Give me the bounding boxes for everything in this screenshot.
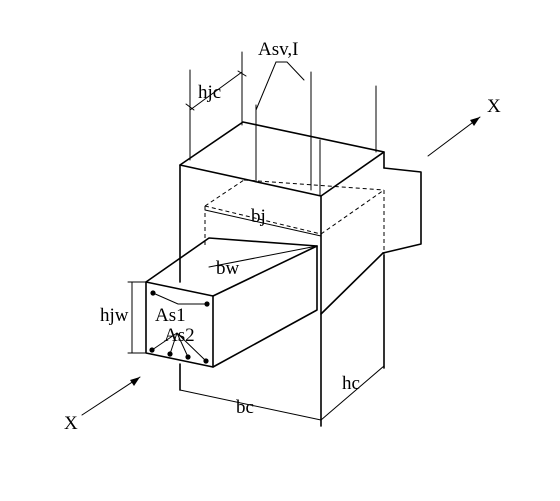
as2-leader-4 [176, 332, 207, 362]
label-hjw: hjw [100, 305, 129, 326]
label-x-top: X [487, 96, 501, 117]
back-beam-outline [382, 167, 422, 254]
label-as2: As2 [164, 325, 195, 346]
x-bottom-arrow-head [130, 377, 140, 386]
label-bw: bw [216, 258, 240, 279]
as1-leader [152, 292, 208, 305]
vertical-bars [189, 51, 377, 197]
as2-leader-2 [169, 332, 178, 355]
label-as1: As1 [155, 305, 186, 326]
x-top-arrow-head [470, 117, 480, 126]
asv-leader [255, 61, 305, 111]
section-arrows [81, 116, 481, 416]
hjc-dim-line [189, 71, 243, 111]
label-bj: bj [251, 206, 266, 227]
hidden-edge-2 [204, 179, 245, 207]
column-top-face [179, 121, 385, 197]
label-hjc: hjc [198, 82, 221, 103]
hidden-edge-1 [204, 205, 322, 235]
labels: Asv,I hjc X bj bw hjw As1 As2 X bc hc [64, 39, 501, 434]
as2-leader-1 [151, 332, 178, 351]
hjc-tick-2 [237, 70, 247, 77]
hc-dim-line [320, 365, 385, 421]
label-x-bottom: X [64, 413, 78, 434]
back-beam-bottom-edge [320, 252, 384, 315]
bw-dim-line [208, 245, 318, 268]
rebar-dots [149, 290, 210, 364]
label-bc: bc [236, 397, 254, 418]
hidden-edge-3 [320, 189, 385, 235]
bc-dim-line [179, 389, 322, 421]
bj-dim-line [204, 209, 322, 237]
label-asv: Asv,I [258, 39, 298, 60]
back-beam [320, 167, 422, 315]
hidden-edge-4 [243, 179, 385, 191]
dimension-lines [127, 70, 385, 421]
x-bottom-arrow-line [81, 376, 141, 416]
label-hc: hc [342, 373, 360, 394]
front-beam-top-front-edge [212, 245, 318, 297]
hidden-edges [204, 179, 385, 314]
as2-leader-3 [176, 332, 189, 358]
hjc-tick-1 [185, 103, 195, 111]
x-top-arrow-line [427, 116, 481, 157]
